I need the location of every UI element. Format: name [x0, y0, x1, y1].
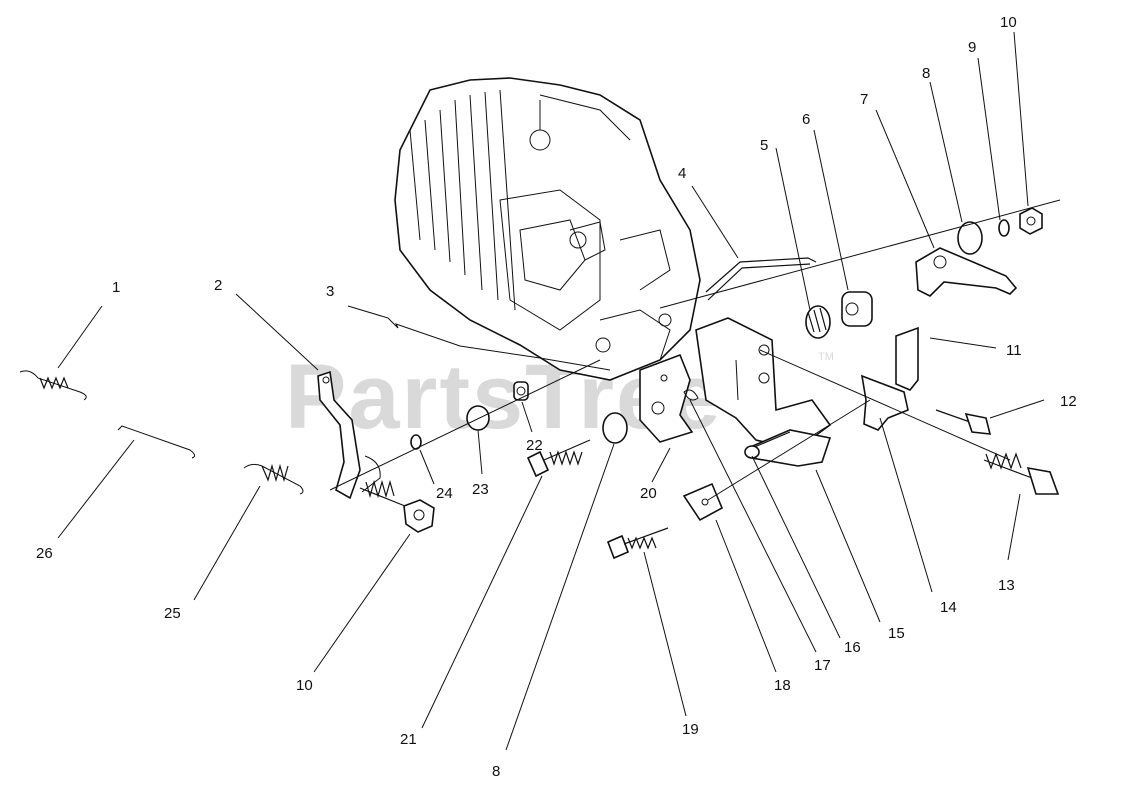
callout-23: 23 [472, 481, 489, 498]
callout-10-left: 10 [296, 677, 313, 694]
callout-17: 17 [814, 657, 831, 674]
callout-24: 24 [436, 485, 453, 502]
part-3-link-rod [387, 317, 611, 371]
part-8-washer-right [957, 221, 983, 255]
callout-3: 3 [326, 283, 334, 300]
callout-20: 20 [640, 485, 657, 502]
callout-6: 6 [802, 111, 810, 128]
part-10-nut-right [1019, 207, 1043, 235]
part-13-bolt [983, 452, 1060, 495]
part-7-throttle-lever [915, 247, 1018, 297]
engine-block [394, 77, 701, 381]
part-6-bushing [841, 291, 873, 327]
part-8-washer [602, 412, 628, 444]
part-16-pin [744, 431, 791, 459]
callout-8: 8 [922, 65, 930, 82]
callout-22: 22 [526, 437, 543, 454]
assembly-axis-right [659, 199, 1061, 309]
part-9-lockwasher [998, 219, 1010, 237]
callout-15: 15 [888, 625, 905, 642]
leader-lines [57, 31, 1045, 751]
part-18-clip [682, 482, 724, 522]
part-19-screw [606, 527, 669, 560]
part-25-spring [243, 463, 304, 495]
callout-21: 21 [400, 731, 417, 748]
callout-8-bottom: 8 [492, 763, 500, 780]
callout-2: 2 [214, 277, 222, 294]
callout-16: 16 [844, 639, 861, 656]
part-14-bracket [860, 374, 909, 431]
part-1-spring [19, 370, 87, 401]
part-11-bracket [895, 326, 919, 391]
callout-9: 9 [968, 39, 976, 56]
assembly-axis-mid [759, 349, 1011, 461]
part-20-bracket [639, 353, 694, 443]
part-23-washer [466, 405, 490, 431]
assembly-axis-lower [707, 399, 871, 501]
callout-11: 11 [1006, 342, 1022, 359]
callout-1: 1 [112, 279, 120, 296]
callout-12: 12 [1060, 393, 1077, 410]
part-callouts: 1 2 3 4 5 6 7 8 9 10 11 12 13 14 15 16 1… [36, 14, 1077, 780]
part-21-bolt [526, 439, 591, 478]
callout-4: 4 [678, 165, 686, 182]
part-10-bolt-and-nut [359, 479, 435, 533]
assembly-axis-left [329, 359, 601, 491]
part-17-spring [683, 389, 699, 401]
part-22-bushing [513, 381, 529, 401]
callout-5: 5 [760, 137, 768, 154]
part-4-throttle-shaft [705, 257, 817, 301]
callout-13: 13 [998, 577, 1015, 594]
callout-19: 19 [682, 721, 699, 738]
part-5-spring [805, 305, 831, 339]
callout-25: 25 [164, 605, 181, 622]
watermark-trademark: TM [818, 351, 834, 363]
part-26-link-rod [117, 425, 196, 459]
callout-7: 7 [860, 91, 868, 108]
callout-26: 26 [36, 545, 53, 562]
part-2-governor-lever [317, 370, 381, 500]
callout-10: 10 [1000, 14, 1017, 31]
part-12-screw [935, 409, 992, 435]
callout-18: 18 [774, 677, 791, 694]
callout-14: 14 [940, 599, 957, 616]
